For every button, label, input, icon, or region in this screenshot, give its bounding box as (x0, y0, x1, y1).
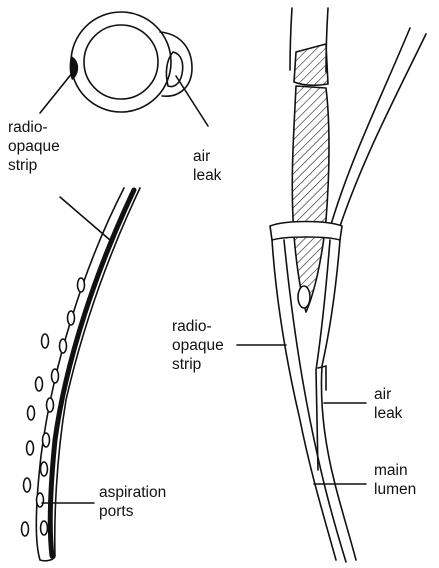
cross-section (40, 12, 208, 126)
cuff-port (298, 286, 310, 308)
leader-strip-top-lower (60, 197, 110, 240)
cross-section-main-lumen (84, 25, 158, 99)
label-radio-opaque-strip-right: radio- opaque strip (172, 317, 224, 374)
right-tube-upper-shaft (290, 8, 292, 70)
tube-collar (270, 222, 342, 241)
leader-strip-top (40, 72, 73, 113)
cross-section-opaque-strip (70, 56, 79, 80)
cuff-balloon (292, 86, 329, 312)
air-leak-pilot-line (330, 28, 410, 228)
leader-air-leak-top (176, 76, 208, 126)
label-radio-opaque-strip-top: radio- opaque strip (8, 118, 60, 175)
label-air-leak-top: air leak (193, 147, 221, 185)
cuff-tip (294, 44, 328, 85)
label-main-lumen: main lumen (374, 461, 416, 499)
cross-section-outer-ring (71, 12, 171, 112)
label-aspiration-ports: aspiration ports (99, 483, 166, 521)
right-tube-lower-right (322, 240, 357, 560)
label-air-leak-right: air leak (374, 385, 402, 423)
